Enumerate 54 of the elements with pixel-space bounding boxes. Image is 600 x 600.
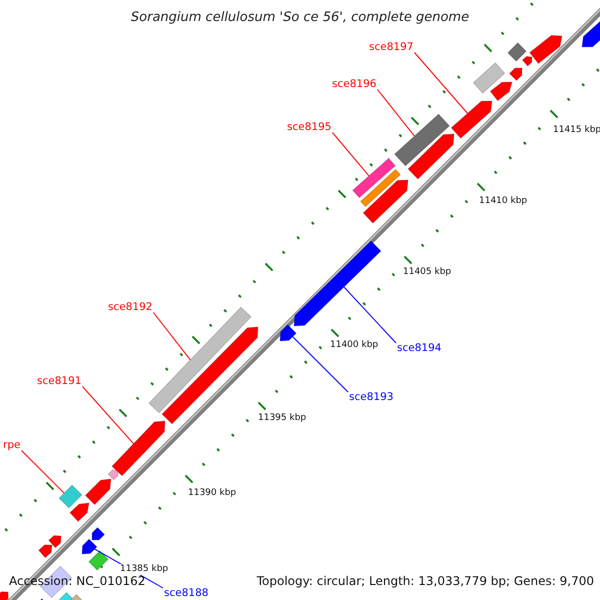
gene-name: sce8196 [332, 79, 376, 90]
gene-feature [84, 478, 112, 506]
leader-line [292, 336, 348, 392]
gene-feature [108, 470, 118, 480]
gene-block [360, 168, 401, 208]
title: Sorangium cellulosum 'So ce 56', complete genome [130, 11, 470, 24]
gene-block [394, 114, 450, 166]
gene-block [68, 594, 84, 600]
leader-line [414, 52, 468, 114]
leader-line [344, 286, 396, 344]
gene-name: sce8188 [164, 588, 208, 598]
gene-feature [509, 68, 522, 81]
leader-line [152, 312, 191, 360]
scale-label: 11385 kbp [118, 564, 170, 574]
gene-block [88, 550, 109, 571]
gene-feature [522, 56, 532, 66]
gene-block [56, 592, 74, 600]
leader-line [20, 450, 65, 494]
leader-line [82, 386, 134, 444]
genome-info-text: Topology: circular; Length: 13,033,779 bp; Genes: 9,700 [256, 575, 594, 587]
gene-feature [48, 535, 62, 548]
gene-feature [69, 502, 90, 522]
gene-name: sce8191 [37, 376, 82, 386]
gene-name: sce8192 [108, 302, 152, 312]
scale-label: 11405 kbp [401, 266, 454, 278]
gene-name: sce8197 [369, 42, 414, 52]
leader-line [332, 132, 370, 176]
gene-feature [0, 591, 9, 600]
gene-block [352, 158, 396, 198]
scale-label: 11390 kbp [186, 488, 238, 498]
gene-block [507, 42, 527, 62]
gene-block [58, 484, 82, 508]
gene-feature [82, 538, 98, 554]
gene-feature [38, 544, 52, 558]
gene-feature [92, 527, 105, 540]
gene-feature [112, 420, 166, 476]
gene-name: sce8194 [397, 343, 442, 354]
accession-text: Accession: NC_010162 [9, 575, 146, 587]
leader-line [376, 89, 415, 137]
gene-feature [162, 326, 258, 424]
scale-label: 11410 kbp [477, 196, 530, 206]
gene-feature [294, 240, 382, 326]
gene-feature [450, 100, 492, 139]
gene-feature [408, 134, 454, 180]
gene-feature [280, 324, 297, 342]
gene-feature [529, 35, 562, 64]
gene-name: sce8195 [287, 122, 332, 132]
scale-label: 11395 kbp [256, 412, 308, 424]
scale-label: 11400 kbp [328, 340, 380, 350]
gene-feature [362, 180, 408, 224]
gene-name: rpe [3, 440, 20, 450]
gene-block [472, 62, 506, 94]
gene-feature [490, 82, 512, 102]
gene-name: sce8193 [349, 392, 394, 402]
